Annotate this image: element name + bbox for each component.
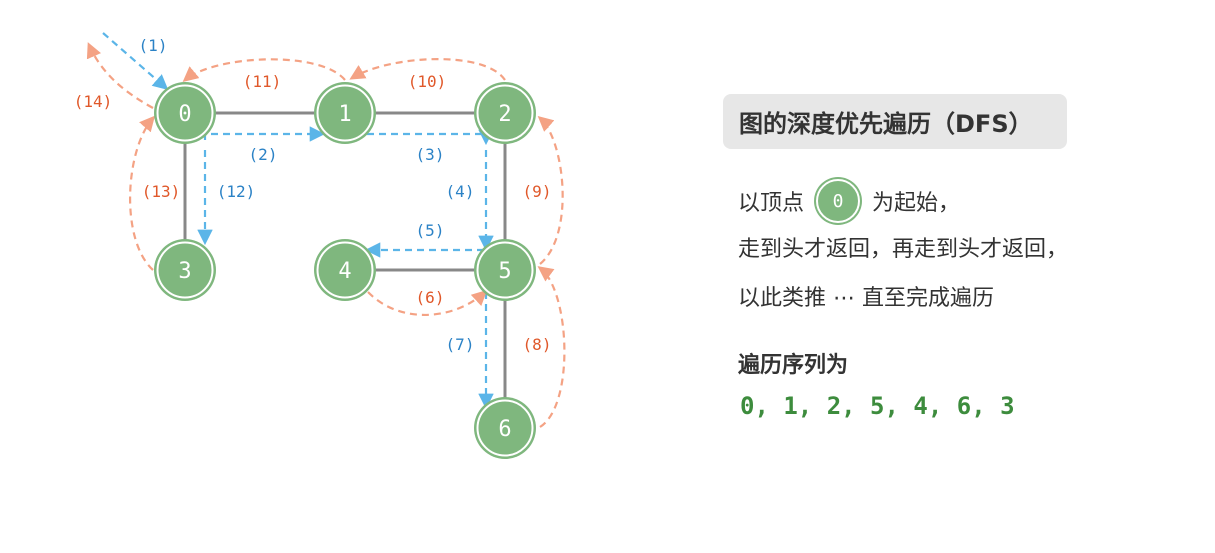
description-prefix: 以顶点: [738, 191, 805, 216]
forward-arrows: [102, 32, 494, 410]
graph-nodes: 0 1 2 3 4 5 6: [154, 82, 536, 459]
diagram-title: 图的深度优先遍历（DFS）: [723, 94, 1067, 149]
description-suffix: 为起始，: [872, 191, 961, 216]
step-label-9: (9): [523, 182, 552, 201]
description-line-2: 走到头才返回，再走到头才返回，: [738, 237, 1069, 262]
graph-node-5: 5: [474, 239, 536, 301]
graph-node-2: 2: [474, 82, 536, 144]
step-label-7: (7): [446, 335, 475, 354]
node-label-1: 1: [338, 102, 351, 127]
node-label-0: 0: [178, 102, 191, 127]
arrow-step-8: [537, 266, 566, 428]
step-label-8: (8): [523, 335, 552, 354]
step-labels: (1) (2) (3) (4) (5) (6) (7) (8) (9) (10)…: [74, 36, 552, 354]
arrow-step-13: [129, 115, 156, 271]
graph-node-0: 0: [154, 82, 216, 144]
graph-node-4: 4: [314, 239, 376, 301]
arrow-step-10: [349, 58, 506, 81]
graph-node-6: 6: [474, 397, 536, 459]
backtrack-arrows: [86, 42, 566, 428]
sequence-title: 遍历序列为: [738, 353, 849, 378]
node-label-6: 6: [498, 417, 511, 442]
graph-node-3: 3: [154, 239, 216, 301]
arrow-step-6: [367, 289, 488, 316]
step-label-1: (1): [139, 36, 168, 55]
sequence-values: 0, 1, 2, 5, 4, 6, 3: [740, 392, 1015, 420]
arrow-step-9: [537, 115, 564, 265]
dfs-graph-diagram: (1) (2) (3) (4) (5) (6) (7) (8) (9) (10)…: [74, 32, 566, 459]
arrow-step-2: [203, 126, 326, 142]
arrow-step-3: [367, 129, 494, 146]
step-label-10: (10): [408, 72, 447, 91]
graph-node-1: 1: [314, 82, 376, 144]
step-label-13: (13): [142, 182, 181, 201]
step-label-3: (3): [416, 145, 445, 164]
step-label-14: (14): [74, 92, 113, 111]
arrow-step-14: [86, 42, 154, 109]
step-label-2: (2): [249, 145, 278, 164]
start-node-badge: 0: [816, 179, 861, 223]
node-label-3: 3: [178, 259, 191, 284]
step-label-6: (6): [416, 288, 445, 307]
title-text: 图的深度优先遍历（DFS）: [739, 110, 1033, 138]
step-label-5: (5): [416, 221, 445, 240]
step-label-11: (11): [243, 72, 282, 91]
node-label-5: 5: [498, 259, 511, 284]
arrow-step-11: [182, 58, 346, 82]
step-label-12: (12): [217, 182, 256, 201]
arrow-step-1: [102, 32, 169, 91]
node-label-2: 2: [498, 102, 511, 127]
description-line-3: 以此类推 ⋯ 直至完成遍历: [738, 286, 994, 311]
node-label-4: 4: [338, 259, 351, 284]
description-line-1: 以顶点 0 为起始，: [738, 179, 961, 223]
step-label-4: (4): [446, 182, 475, 201]
